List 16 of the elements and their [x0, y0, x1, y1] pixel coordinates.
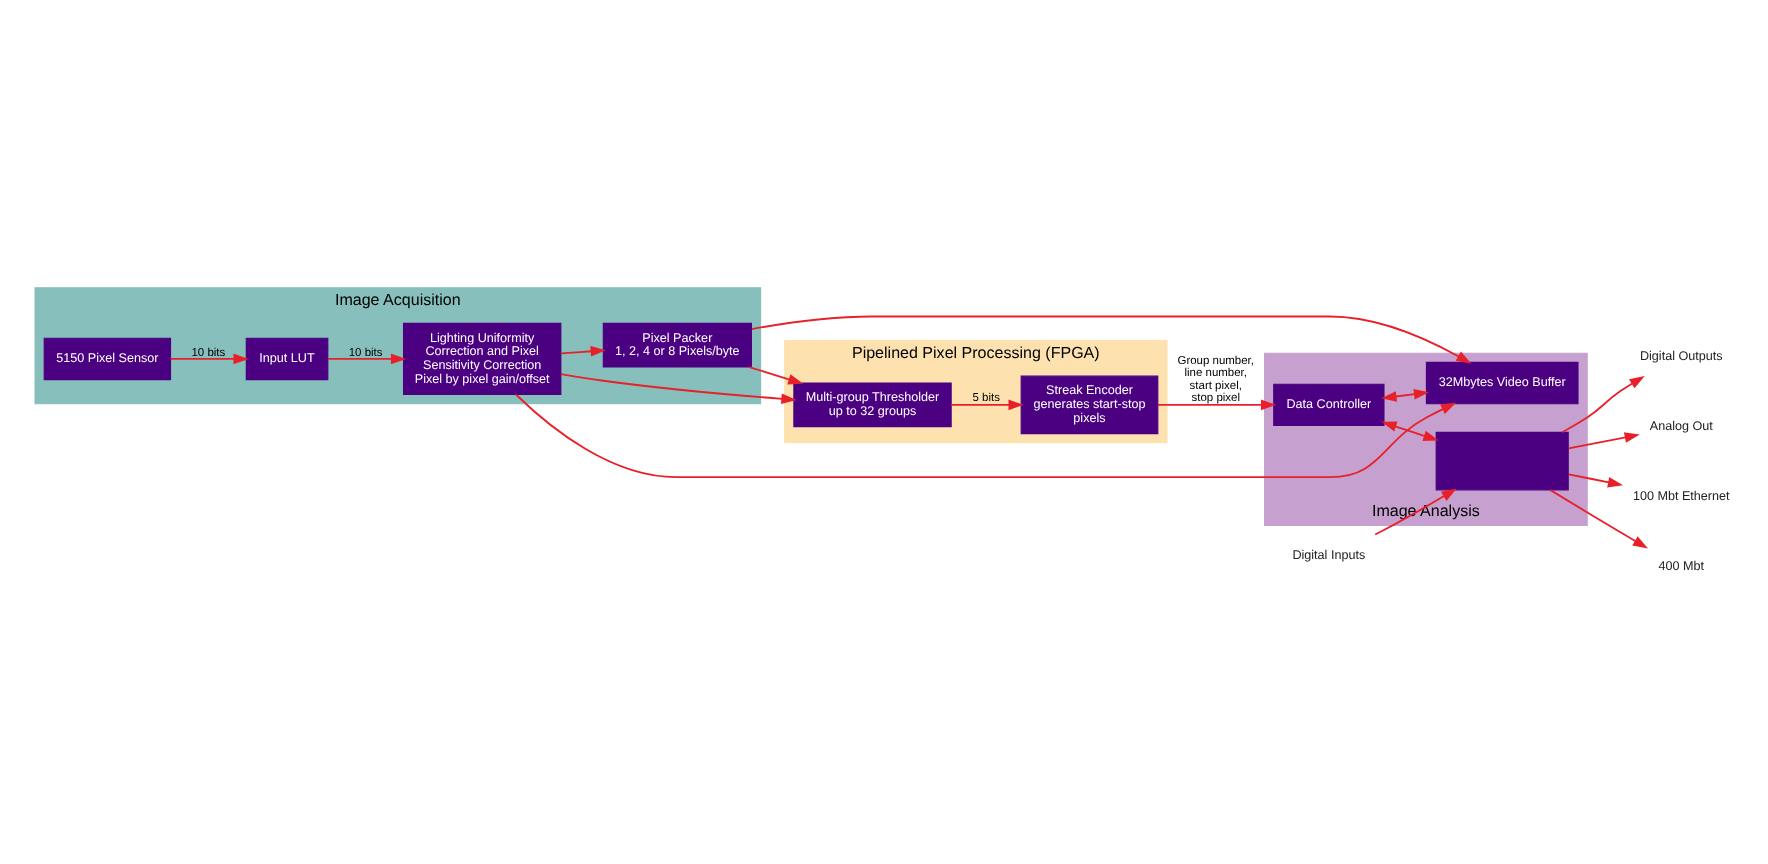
- arrow: [1157, 398, 1277, 410]
- arrow: [950, 398, 1024, 410]
- arrow: [515, 392, 1457, 478]
- arrow: [1561, 374, 1645, 433]
- arrow: [560, 372, 797, 404]
- arrow: [560, 345, 606, 356]
- node-box: [1435, 430, 1569, 490]
- arrow: [1567, 472, 1624, 487]
- arrow: [1381, 387, 1430, 401]
- arrow: [327, 352, 407, 364]
- arrow: [750, 314, 1472, 363]
- arrow: [169, 352, 249, 364]
- arrow: [1567, 431, 1640, 449]
- arrow: [1549, 488, 1649, 548]
- arrow: [748, 365, 804, 384]
- arrow: [1381, 420, 1439, 440]
